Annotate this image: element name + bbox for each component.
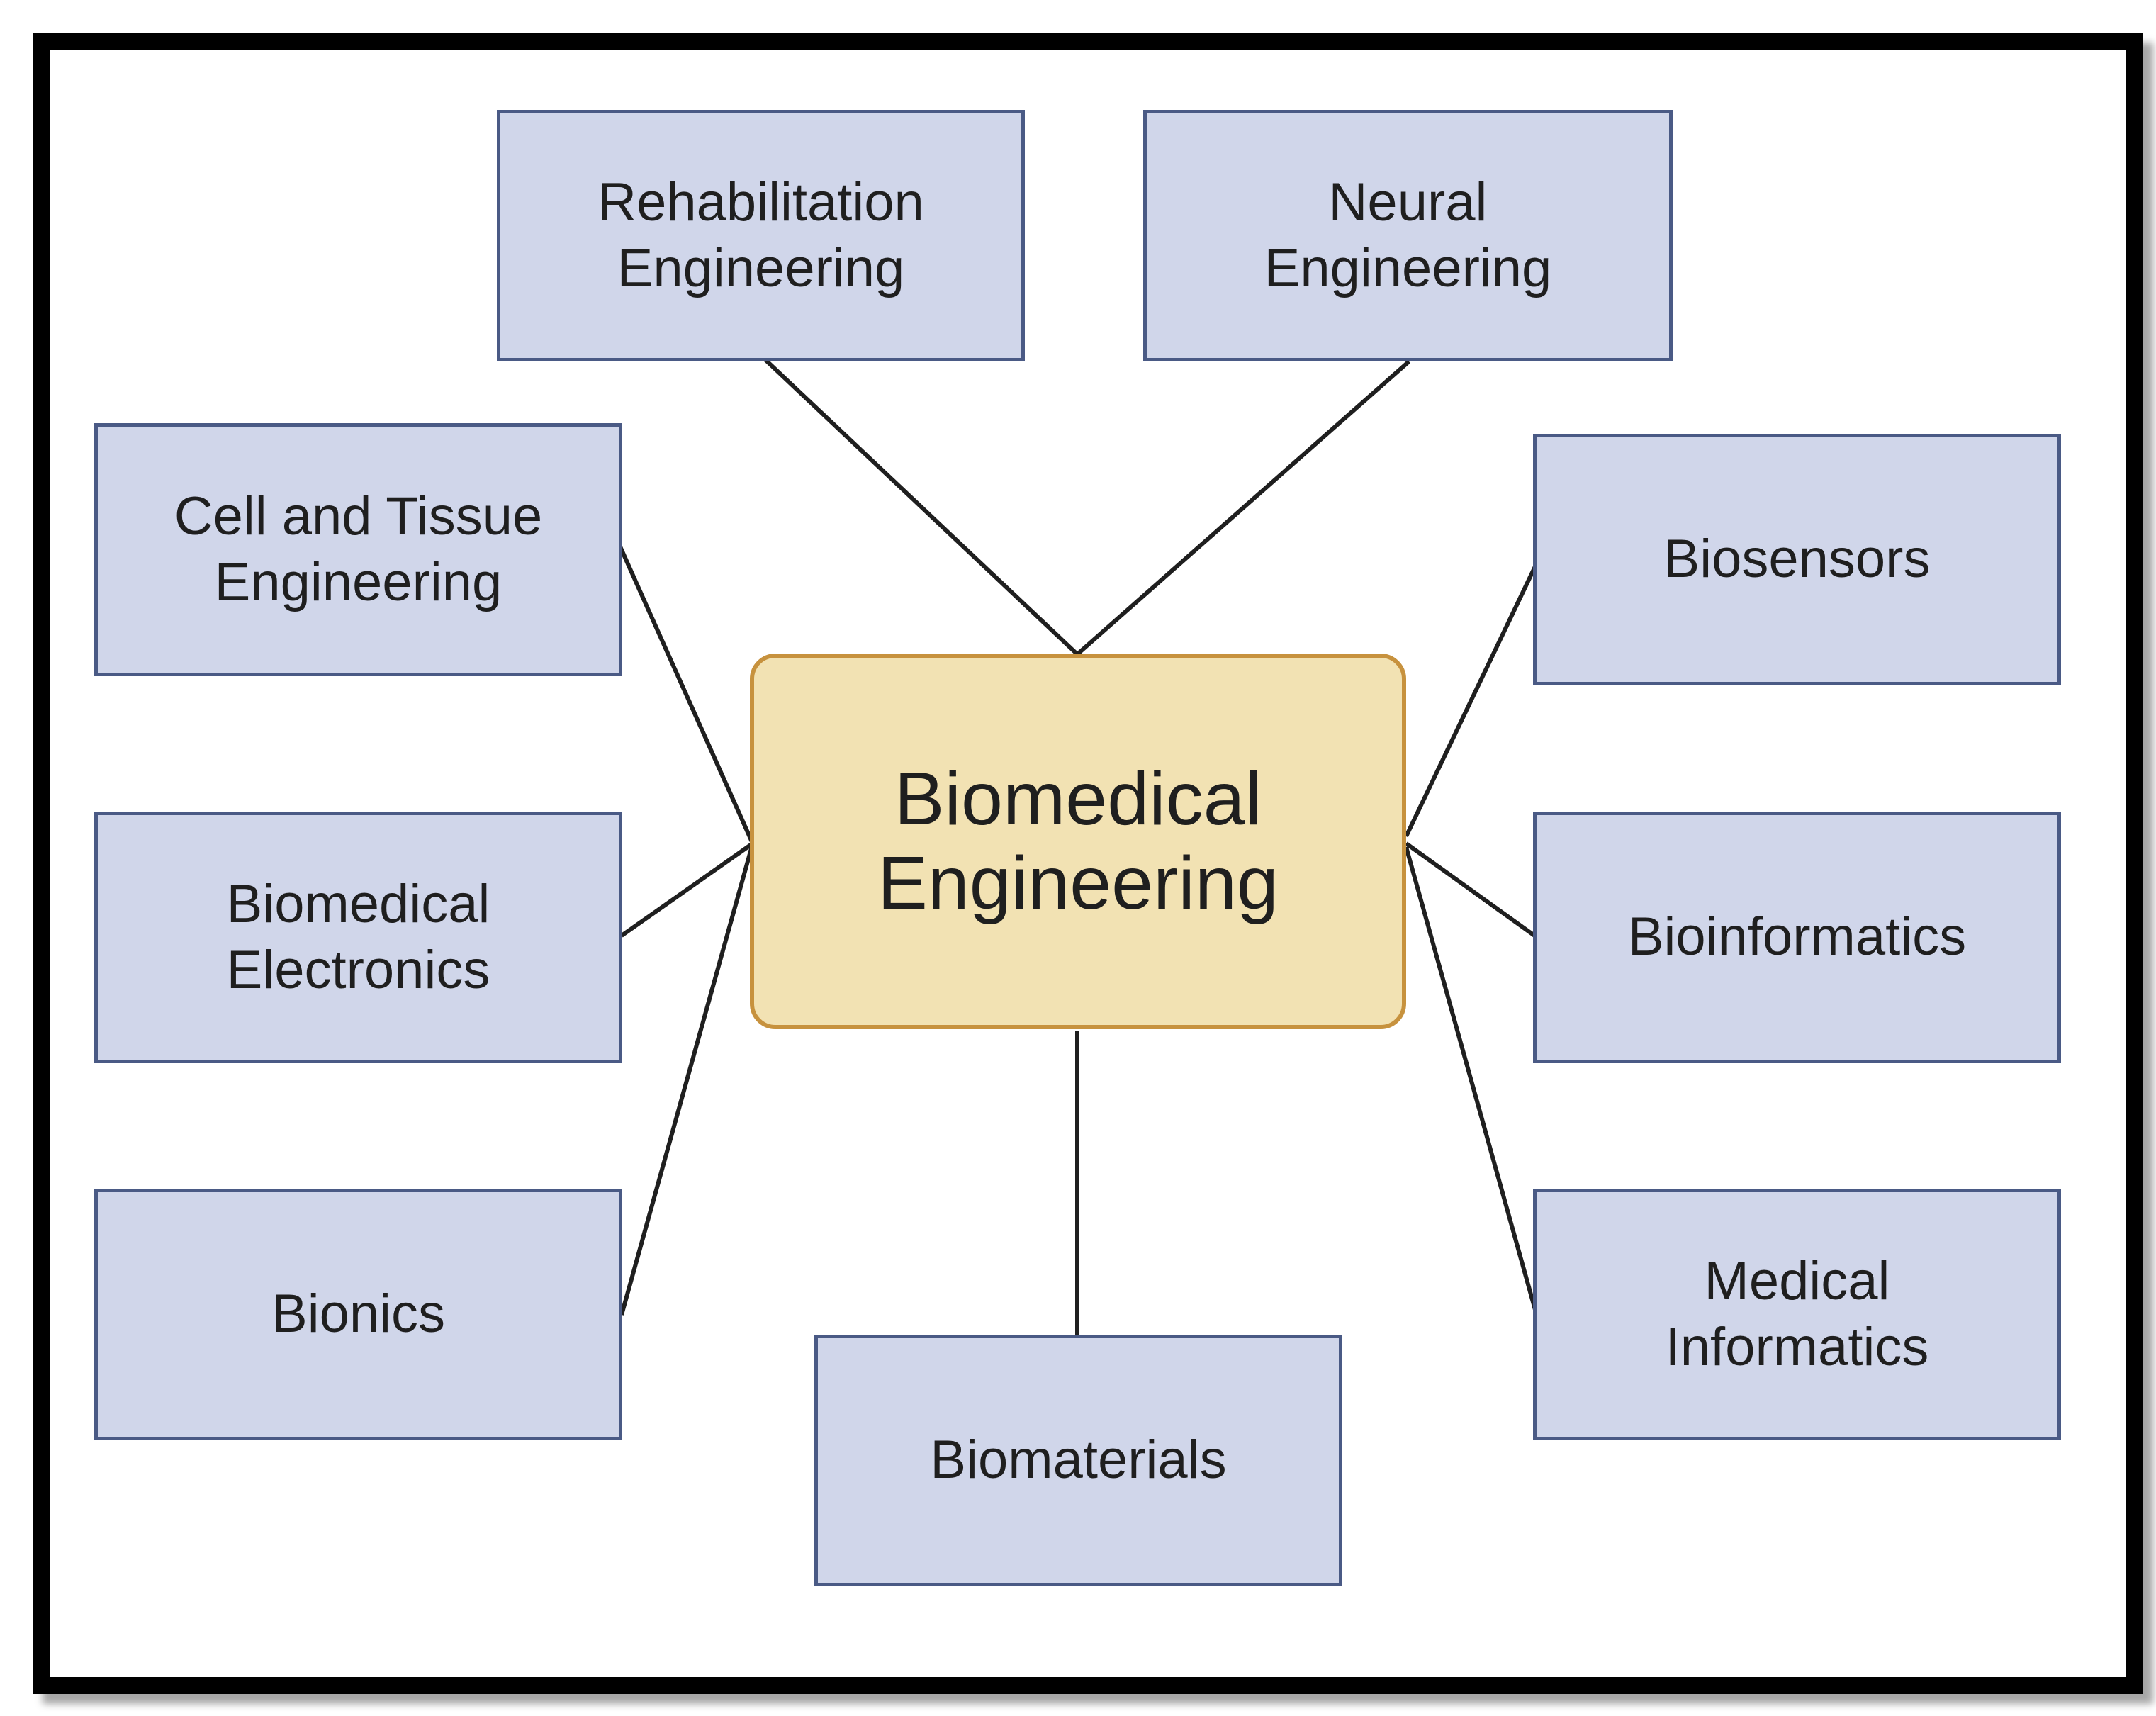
branch-node-label: Rehabilitation Engineering [597,172,924,298]
branch-node-biomedical-electronics: Biomedical Electronics [94,812,622,1063]
branch-node-rehabilitation: Rehabilitation Engineering [497,110,1025,361]
branch-node-biosensors: Biosensors [1533,434,2061,685]
connector-medical-informatics [1404,846,1539,1316]
branch-node-label: Bionics [271,1284,445,1345]
connector-rehabilitation [760,354,1079,656]
connector-biosensors [1404,562,1539,838]
connector-neural [1076,359,1410,656]
center-node-label: Biomedical Engineering [877,757,1279,925]
branch-node-bioinformatics: Bioinformatics [1533,812,2061,1063]
branch-node-label: Biosensors [1663,529,1931,590]
branch-node-medical-informatics: Medical Informatics [1533,1189,2061,1440]
connector-cell-tissue [614,537,755,845]
branch-node-label: Bioinformatics [1627,907,1967,968]
branch-node-label: Cell and Tissue Engineering [174,486,543,612]
connector-bionics [619,843,755,1316]
branch-node-neural: Neural Engineering [1143,110,1673,361]
connector-bioinformatics [1405,841,1538,939]
center-node-biomedical-engineering: Biomedical Engineering [750,654,1406,1029]
branch-node-biomaterials: Biomaterials [814,1335,1342,1586]
connector-biomedical-electronics [620,841,754,938]
branch-node-label: Biomedical Electronics [226,873,490,1000]
branch-node-cell-tissue: Cell and Tissue Engineering [94,423,622,676]
branch-node-label: Biomaterials [930,1430,1227,1491]
branch-node-label: Neural Engineering [1264,172,1552,298]
branch-node-bionics: Bionics [94,1189,622,1440]
branch-node-label: Medical Informatics [1665,1250,1929,1377]
